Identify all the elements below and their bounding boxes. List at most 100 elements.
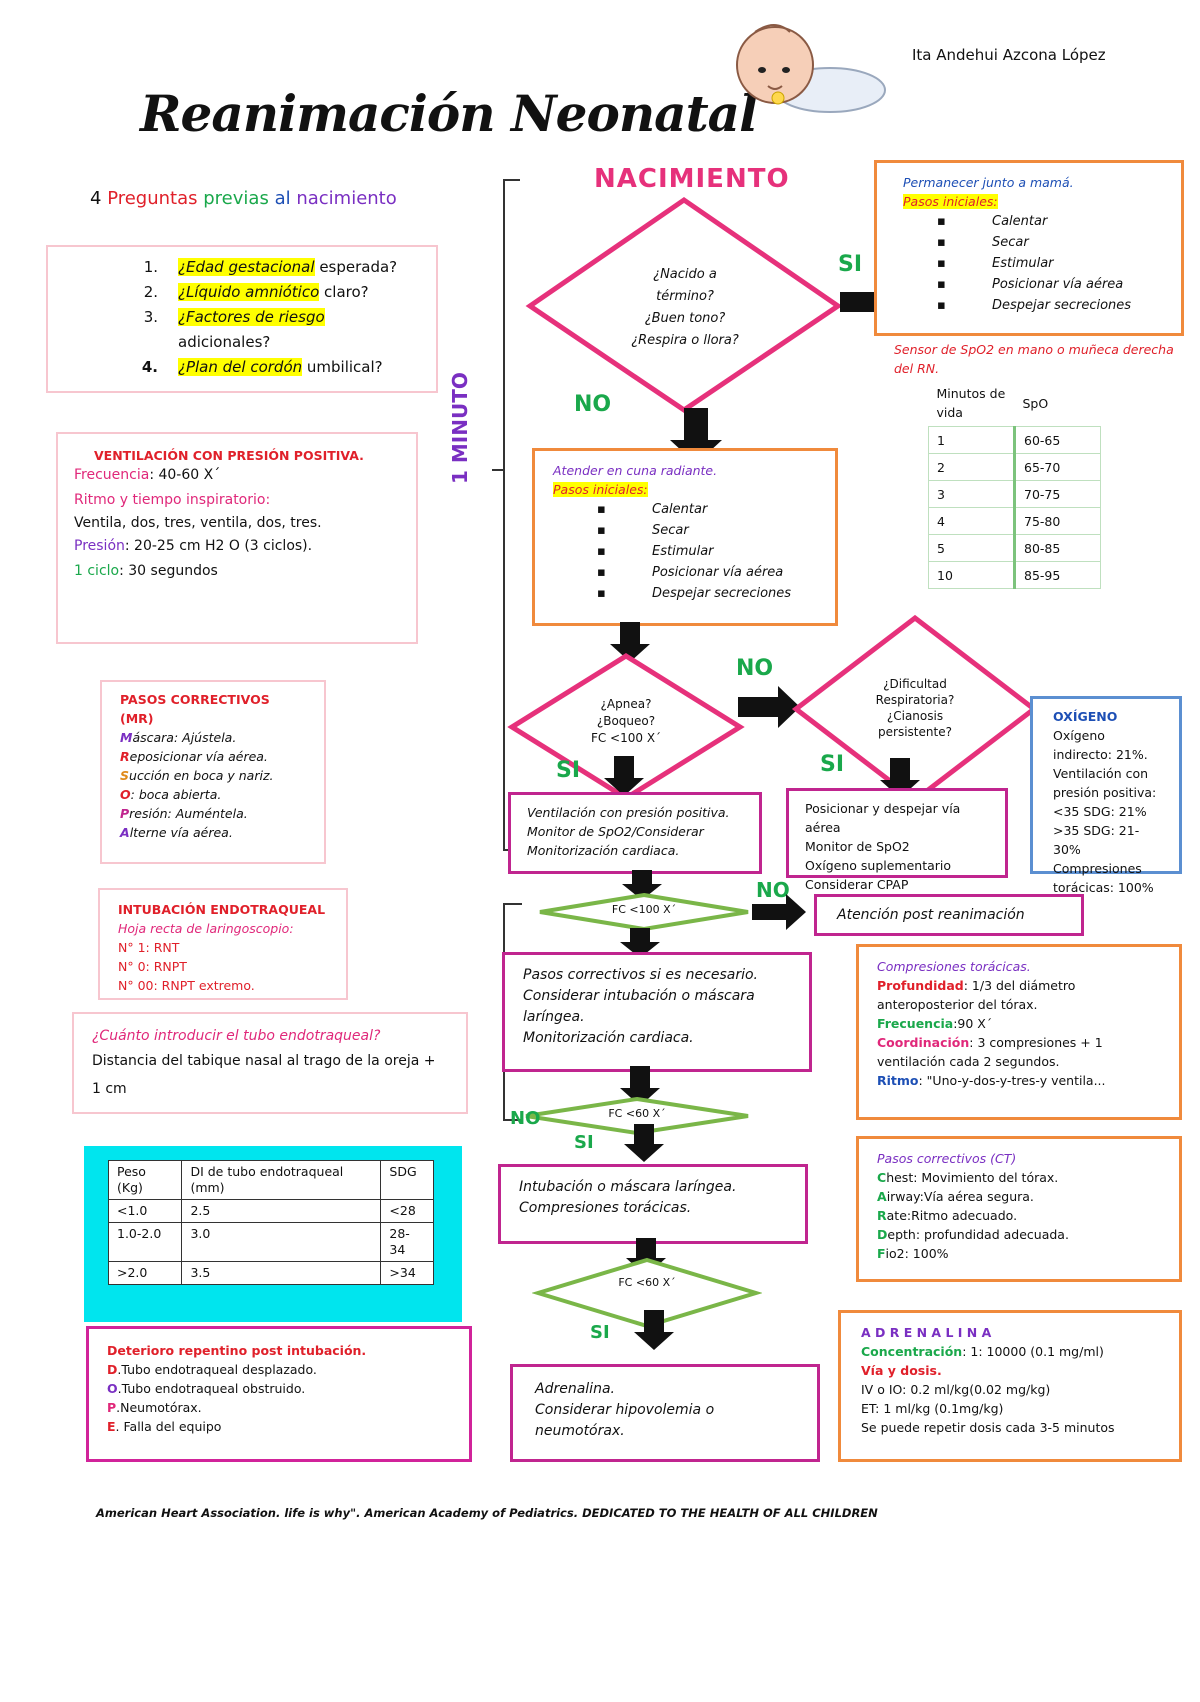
question-item: adicionales? [118,330,432,355]
step-item: Despejar secreciones [587,583,817,604]
list-letter: O [107,1381,118,1396]
spo2-cell: 5 [928,534,1016,562]
fc60-label-2: FC <60 X´ [618,1276,676,1289]
text-line: persistente? [878,725,952,739]
list-text: .Neumotórax. [116,1400,202,1415]
question-rest: esperada? [314,258,398,276]
text-line: ¿Cianosis [886,709,944,723]
list-item: Chest: Movimiento del tórax. [877,1168,1161,1187]
list-item: Rate:Ritmo adecuado. [877,1206,1161,1225]
text-line: Pasos correctivos si es necesario. [523,967,759,983]
step-item: Posicionar vía aérea [587,562,817,583]
list-letter: F [877,1246,886,1261]
si-label-2: SI [556,758,581,783]
text-line: FC <100 X´ [590,731,662,745]
list-letter: A [877,1189,887,1204]
text-line: Ventilación con presión positiva: [1053,766,1157,800]
list-text: epth: profundidad adecuada. [887,1227,1069,1242]
intubation-line: N° 1: RNT [118,940,180,955]
text-line: ¿Dificultad [883,677,947,691]
spo2-cell: 85-95 [1014,561,1101,589]
list-text: hest: Movimiento del tórax. [886,1170,1059,1185]
text-line: ¿Respira o llora? [631,333,739,348]
fc60-label: FC <60 X´ [608,1107,666,1120]
oxygen-title: OXÍGENO [1053,709,1118,724]
list-item: O.Tubo endotraqueal obstruido. [107,1379,451,1398]
compressions-depth-label: Profundidad [877,978,964,993]
list-letter: O [120,787,131,802]
table-cell: 3.0 [181,1222,382,1262]
table-header-cell: Peso (Kg) [107,1160,183,1200]
vpp-freq-label: Frecuencia [74,467,150,483]
step-item: Secar [927,232,1165,253]
list-letter: P [120,806,130,821]
compressions-box: Compresiones torácicas. Profundidad: 1/3… [856,944,1182,1120]
list-item: Máscara: Ajústela. [120,728,306,747]
no-label-5: NO [510,1108,541,1129]
list-item: Depth: profundidad adecuada. [877,1225,1161,1244]
adrenaline-conc-label: Concentración [861,1344,963,1359]
si-label-1: SI [838,252,863,277]
intubation-box: INTUBACIÓN ENDOTRAQUEAL Hoja recta de la… [98,888,348,1000]
spo2-cell: 80-85 [1014,534,1101,562]
vpp-pressure-value: : 20-25 cm H2 O (3 ciclos). [124,538,313,554]
corrective-action-lines: Pasos correctivos si es necesario.Consid… [523,965,791,1049]
tube-size-panel: Peso (Kg)DI de tubo endotraqueal (mm)SDG… [84,1146,462,1322]
oxygen-lines: Oxígeno indirecto: 21%.Ventilación con p… [1053,726,1159,897]
heading-word: al [274,188,291,209]
list-text: eposicionar vía aérea. [129,749,268,764]
vpp-action-box: Ventilación con presión positiva.Monitor… [508,792,762,874]
vpp-box: VENTILACIÓN CON PRESIÓN POSITIVA. Frecue… [56,432,418,644]
vpp-rhythm-value: Ventila, dos, tres, ventila, dos, tres. [74,515,322,531]
intubation-action-lines: Intubación o máscara laríngea.Compresion… [519,1177,787,1219]
fc100-label: FC <100 X´ [611,903,677,916]
vpp-title: VENTILACIÓN CON PRESIÓN POSITIVA. [94,448,364,463]
adrenaline-action-lines: Adrenalina.Considerar hipovolemia o neum… [535,1379,795,1442]
question-item: 2.¿Líquido amniótico claro? [118,280,432,305]
cpr-steps-list: Chest: Movimiento del tórax.Airway:Vía a… [877,1168,1161,1263]
list-letter: P [107,1400,117,1415]
tube-depth-box: ¿Cuánto introducir el tubo endotraqueal?… [72,1012,468,1114]
intubation-action-box: Intubación o máscara laríngea.Compresion… [498,1164,808,1244]
arrow-down-8 [624,1124,664,1162]
tube-depth-question: ¿Cuánto introducir el tubo endotraqueal? [92,1028,381,1044]
step-item: Posicionar vía aérea [927,274,1165,295]
adrenaline-title: A D R E N A L I N A [861,1325,992,1340]
post-resuscitation-box: Atención post reanimación [814,894,1084,936]
arrow-down-5 [622,870,662,900]
question-rest: claro? [319,283,369,301]
arrow-down-2 [610,622,650,662]
arrow-down-7 [620,1066,660,1106]
dope-box: Deterioro repentino post intubación. D.T… [86,1326,472,1462]
list-item: P.Neumotórax. [107,1398,451,1417]
text-line: <35 SDG: 21% [1053,804,1147,819]
heading-number: 4 [90,188,102,209]
question-number: 2. [143,283,158,301]
arrow-down-10 [634,1310,674,1350]
page-title: Reanimación Neonatal [140,84,758,143]
table-header-cell: DI de tubo endotraqueal (mm) [181,1160,382,1200]
table-cell: >2.0 [107,1261,183,1285]
heading-word: nacimiento [296,188,397,209]
list-text: io2: 100% [885,1246,949,1261]
si-label-6: SI [590,1322,610,1343]
table-cell: <28 [380,1199,434,1223]
list-item: O: boca abierta. [120,785,306,804]
list-text: .Tubo endotraqueal obstruido. [117,1381,306,1396]
question-highlight: ¿Plan del cordón [178,358,303,376]
vpp-rhythm-label: Ritmo y tiempo inspiratorio: [74,492,271,508]
si-label-3: SI [820,752,845,777]
si-label-5: SI [574,1132,594,1153]
question-rest: umbilical? [302,358,383,376]
